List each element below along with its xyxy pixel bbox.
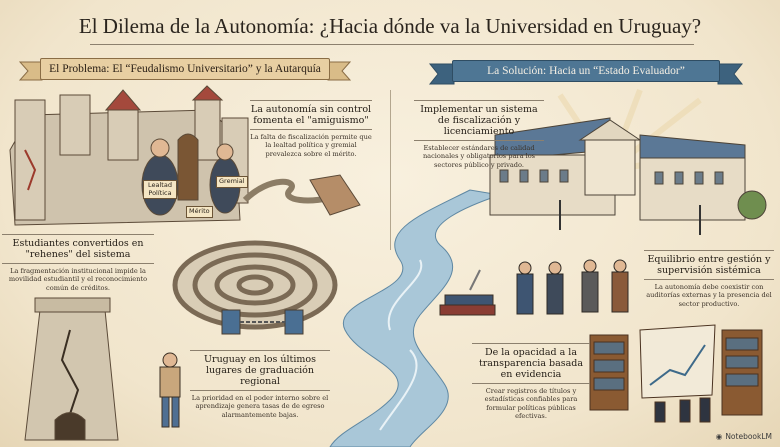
- page-title: El Dilema de la Autonomía: ¿Hacia dónde …: [78, 14, 702, 38]
- problem-block-graduacion: Uruguay en los últimos lugares de gradua…: [190, 350, 330, 419]
- worried-man: [159, 352, 181, 428]
- block-body: La prioridad en el poder interno sobre e…: [191, 394, 329, 419]
- tag-merito: Mérito: [186, 206, 213, 218]
- tag-gremial: Gremial: [216, 176, 248, 188]
- banner-left-tail: [327, 61, 352, 81]
- block-body: Establecer estándares de calidad naciona…: [422, 144, 536, 169]
- block-heading: Estudiantes convertidos en "rehenes" del…: [2, 234, 154, 264]
- solution-block-transparencia: De la opacidad a la transparencia basada…: [472, 343, 590, 421]
- problem-banner: El Problema: El “Feudalismo Universitari…: [40, 58, 330, 80]
- handshake-people: [516, 259, 629, 315]
- shields: [221, 309, 304, 335]
- tower-illustration: [24, 297, 119, 441]
- block-body: La fragmentación institucional impide la…: [8, 267, 148, 292]
- title-divider: [90, 44, 694, 45]
- watermark-text: NotebookLM: [725, 432, 772, 441]
- banner-right-tail: [428, 63, 455, 85]
- banner-left-tail: [18, 61, 43, 81]
- maze-illustration: [172, 240, 338, 330]
- block-heading: La autonomía sin control fomenta el "ami…: [250, 100, 372, 130]
- banner-right-tail: [717, 63, 744, 85]
- problem-block-amiguismo: La autonomía sin control fomenta el "ami…: [250, 100, 372, 158]
- tag-lealtad-politica: Lealtad Política: [143, 180, 177, 199]
- block-heading: Equilibrio entre gestión y supervisión s…: [644, 250, 774, 280]
- block-heading: De la opacidad a la transparencia basada…: [472, 343, 590, 384]
- library-illustration: [589, 324, 763, 423]
- block-heading: Implementar un sistema de fiscalización …: [414, 100, 544, 141]
- notebooklm-logo-icon: ◉: [715, 432, 723, 441]
- university-building: [489, 117, 767, 235]
- section-divider: [390, 90, 391, 250]
- block-body: La falta de fiscalización permite que la…: [250, 133, 372, 158]
- notebooklm-watermark: ◉ NotebookLM: [716, 432, 772, 441]
- solution-block-fiscalizacion: Implementar un sistema de fiscalización …: [414, 100, 544, 169]
- block-body: Crear registros de títulos y estadística…: [484, 387, 578, 421]
- chained-books: [439, 269, 496, 316]
- solution-banner: La Solución: Hacia un “Estado Evaluador”: [452, 60, 720, 82]
- castle-illustration: [9, 85, 361, 226]
- block-body: La autonomía debe coexistir con auditorí…: [646, 283, 772, 308]
- solution-block-equilibrio: Equilibrio entre gestión y supervisión s…: [644, 250, 774, 308]
- problem-block-rehenes: Estudiantes convertidos en "rehenes" del…: [2, 234, 154, 292]
- block-heading: Uruguay en los últimos lugares de gradua…: [190, 350, 330, 391]
